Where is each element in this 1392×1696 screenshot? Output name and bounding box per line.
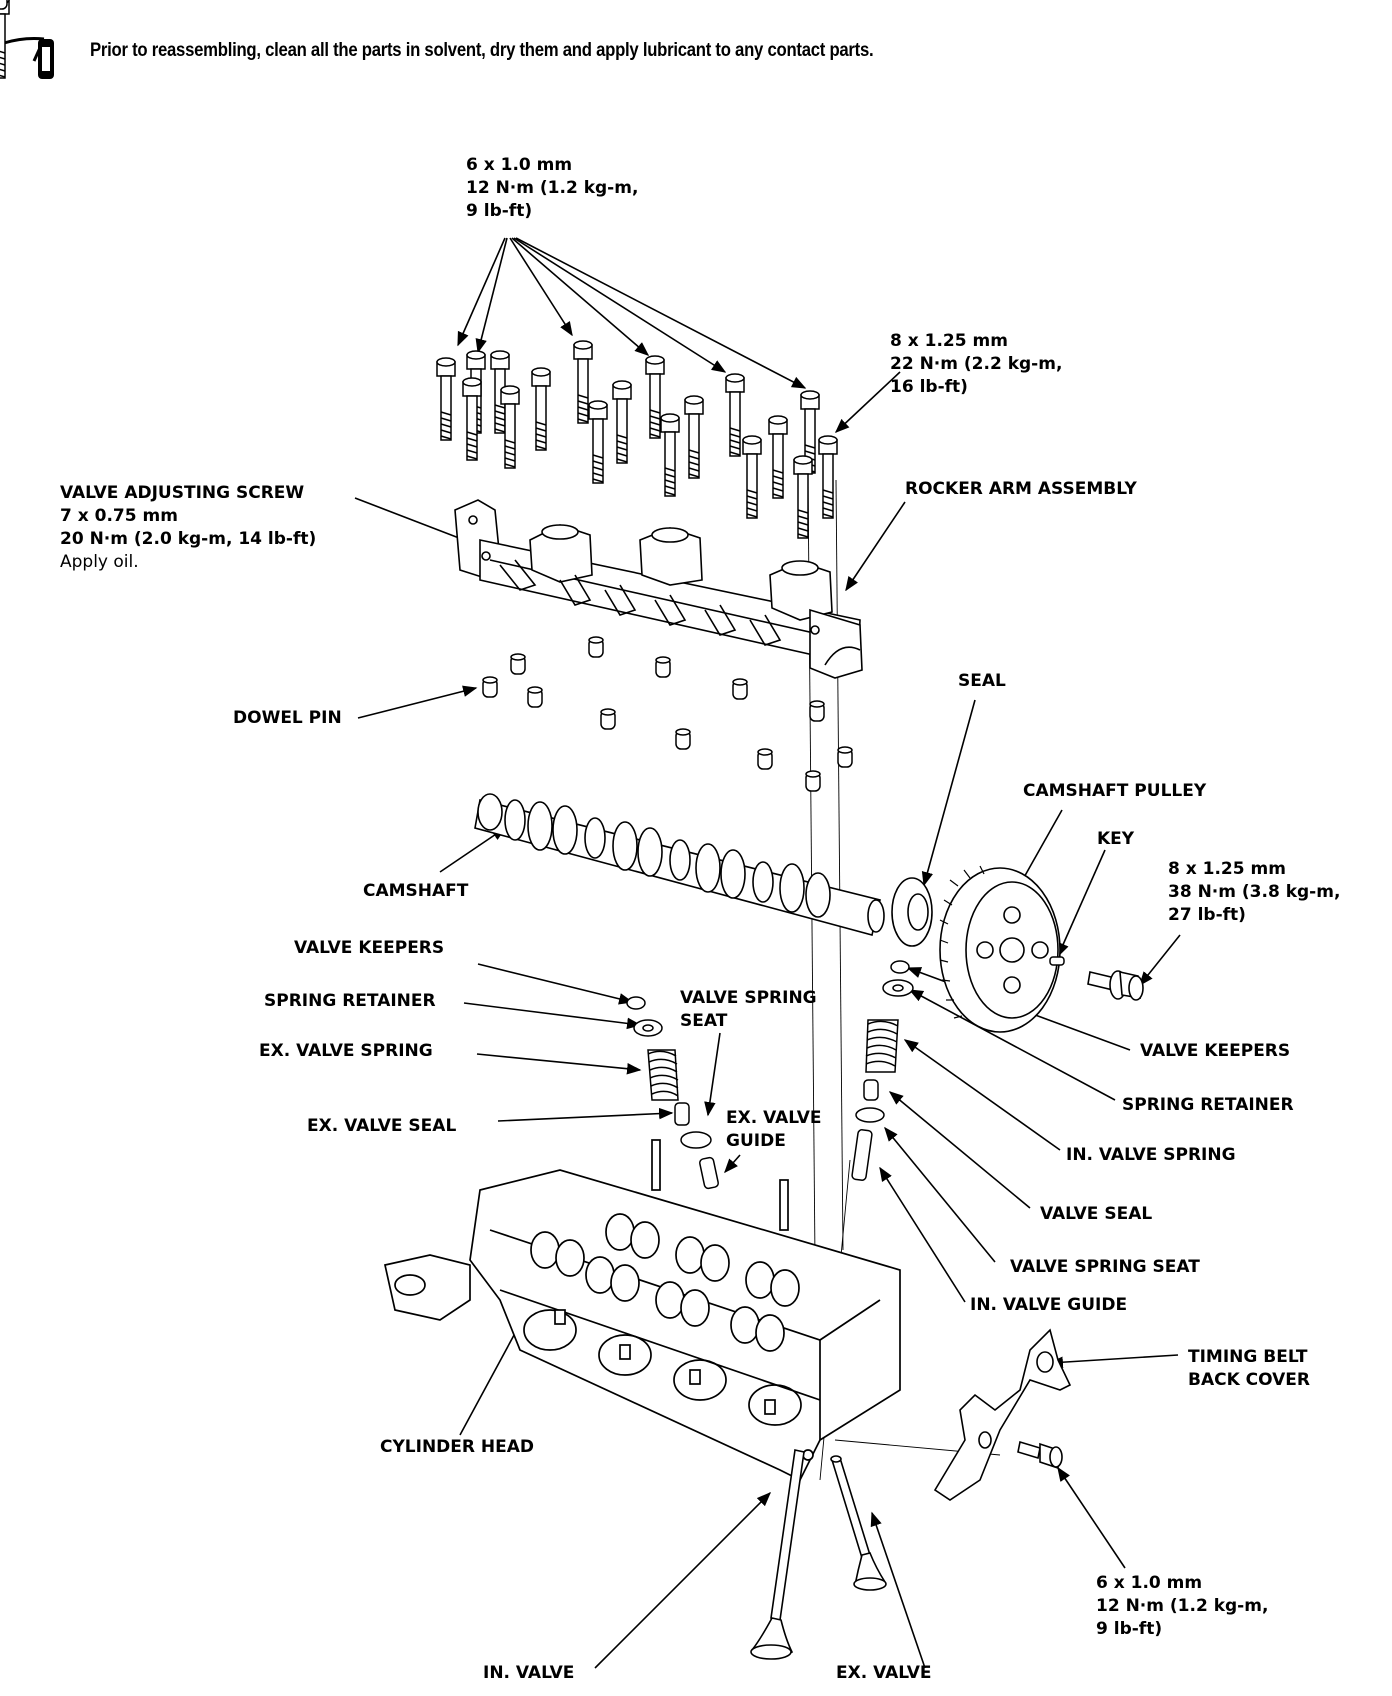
reassembly-note: Prior to reassembling, clean all the par… [90,40,874,61]
ex-valve-guide [699,1156,719,1190]
in-valve-stack [851,960,914,1181]
rocker-arm-assembly [454,499,863,679]
label-camshaft-pulley: CAMSHAFT PULLEY [1023,781,1207,801]
cover-bolt [1017,1440,1063,1470]
ex-valve-keepers [626,996,646,1010]
label-spring-retainer-right: SPRING RETAINER [1122,1095,1294,1115]
ex-valve-spring-seat [680,1131,712,1149]
in-valve-seal [863,1079,879,1101]
label-ex-valve: EX. VALVE [836,1663,932,1683]
label-cover-bolt: 6 x 1.0 mm 12 N·m (1.2 kg-m, 9 lb-ft) [1096,1573,1269,1639]
label-ex-valve-spring: EX. VALVE SPRING [259,1041,433,1061]
label-valve-seal: VALVE SEAL [1040,1204,1153,1224]
label-cylinder-head: CYLINDER HEAD [380,1437,535,1457]
label-bolt-top: 6 x 1.0 mm 12 N·m (1.2 kg-m, 9 lb-ft) [466,155,639,221]
timing-belt-back-cover [933,1328,1072,1501]
label-key: KEY [1097,829,1135,849]
head-bolts [0,0,838,539]
label-in-valve-guide: IN. VALVE GUIDE [970,1295,1128,1315]
label-valve-spring-seat-right: VALVE SPRING SEAT [1010,1257,1200,1277]
label-ex-valve-seal: EX. VALVE SEAL [307,1116,457,1136]
label-bolt-right: 8 x 1.25 mm 22 N·m (2.2 kg-m, 16 lb-ft) [890,331,1063,397]
label-pulley-bolt: 8 x 1.25 mm 38 N·m (3.8 kg-m, 27 lb-ft) [1168,859,1341,925]
camshaft [474,793,885,936]
in-valve-spring-seat [855,1107,885,1123]
camshaft-pulley [939,865,1061,1033]
label-spring-retainer-left: SPRING RETAINER [264,991,436,1011]
label-seal: SEAL [958,671,1006,691]
label-camshaft: CAMSHAFT [363,881,469,901]
exhaust-valve [830,1455,887,1591]
in-valve-keepers [890,960,910,974]
label-dowel-pin: DOWEL PIN [233,708,342,728]
tip-icon [3,37,54,79]
seal [891,877,933,947]
in-valve-spring [865,1019,899,1073]
label-timing-belt-back-cover: TIMING BELT BACK COVER [1188,1347,1311,1390]
intake-valve [750,1449,805,1660]
label-valve-adjusting-screw: VALVE ADJUSTING SCREW 7 x 0.75 mm 20 N·m… [60,483,317,572]
cylinder-head [383,1139,901,1482]
label-valve-keepers-left: VALVE KEEPERS [294,938,445,958]
key [1049,956,1065,966]
label-in-valve: IN. VALVE [483,1663,575,1683]
ex-valve-spring [647,1049,679,1101]
label-ex-valve-guide: EX. VALVE GUIDE [726,1108,822,1151]
ex-valve-stack [626,996,719,1190]
label-in-valve-spring: IN. VALVE SPRING [1066,1145,1236,1165]
ex-valve-seal [674,1102,690,1126]
in-valve-guide [851,1129,873,1181]
label-valve-spring-seat-left: VALVE SPRING SEAT [680,988,817,1031]
pulley-bolt [1087,970,1144,1001]
label-valve-keepers-right: VALVE KEEPERS [1140,1041,1291,1061]
dowel-pins [0,0,853,792]
label-rocker-arm-assembly: ROCKER ARM ASSEMBLY [905,479,1137,499]
